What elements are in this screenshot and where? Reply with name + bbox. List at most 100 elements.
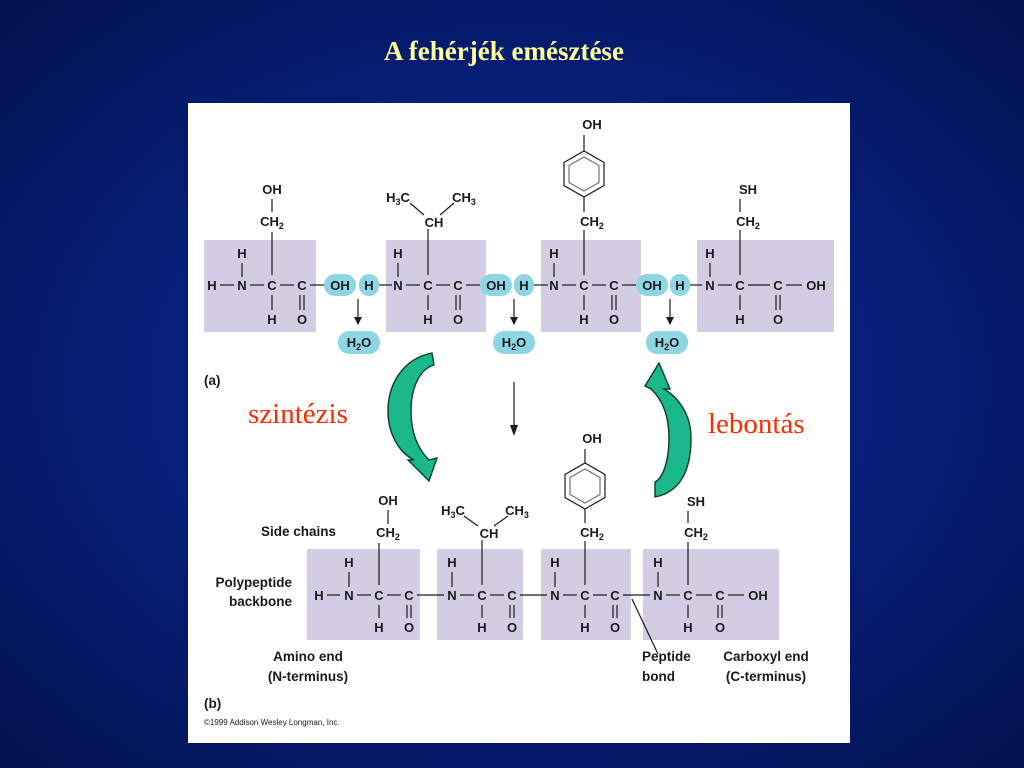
hydroxyl-group: OH — [330, 278, 350, 293]
water-molecule: H2O — [502, 335, 527, 352]
side-chain-ch2: CH2 — [580, 214, 604, 231]
terminal-oh: OH — [748, 588, 768, 603]
atom-c: C — [507, 588, 517, 603]
water-pill — [646, 331, 688, 354]
hydrogen-pill — [670, 274, 690, 296]
atom-h: H — [735, 312, 744, 327]
atom-o: O — [610, 620, 620, 635]
atom-o: O — [507, 620, 517, 635]
atom-h: H — [423, 312, 432, 327]
side-chain-oh: OH — [378, 493, 398, 508]
benzene-ring-icon — [563, 150, 605, 198]
residue-box-2 — [386, 240, 486, 332]
copyright-notice: ©1999 Addison Wesley Longman, Inc. — [204, 718, 340, 727]
atom-c: C — [683, 588, 693, 603]
amino-end-label-line1: Amino end — [273, 649, 343, 664]
water-pill — [338, 331, 380, 354]
hydroxyl-group: OH — [486, 278, 506, 293]
atom-h: H — [374, 620, 383, 635]
atom-c: C — [610, 588, 620, 603]
atom-c: C — [477, 588, 487, 603]
side-chain-ch2: CH2 — [376, 525, 400, 542]
carboxyl-end-label-line1: Carboxyl end — [723, 649, 809, 664]
side-chain-ch2: CH2 — [736, 214, 760, 231]
side-chain-ch: CH — [480, 526, 499, 541]
side-chain-oh: OH — [582, 431, 602, 446]
atom-h: H — [447, 555, 456, 570]
side-chain-ch2: CH2 — [580, 525, 604, 542]
hydroxyl-pill — [636, 274, 668, 296]
atom-h: H — [207, 278, 216, 293]
hydrogen-atom: H — [675, 278, 684, 293]
hydroxyl-pill — [480, 274, 512, 296]
atom-c: C — [297, 278, 307, 293]
panel-a: H N H C H C O CH2 OH OH H H2O N H C — [204, 117, 834, 388]
backbone-label-line1: Polypeptide — [215, 575, 292, 590]
atom-h: H — [579, 312, 588, 327]
atom-h: H — [550, 555, 559, 570]
atom-n: N — [344, 588, 353, 603]
hydrogen-atom: H — [519, 278, 528, 293]
residue-box-1 — [204, 240, 316, 332]
residue-box-2 — [437, 549, 523, 640]
atom-c: C — [374, 588, 384, 603]
peptide-bond-pointer — [631, 598, 659, 655]
atom-n: N — [550, 588, 559, 603]
atom-h: H — [705, 246, 714, 261]
atom-c: C — [580, 588, 590, 603]
atom-n: N — [447, 588, 456, 603]
atom-h: H — [314, 588, 323, 603]
panel-b-label: (b) — [204, 696, 221, 711]
atom-o: O — [453, 312, 463, 327]
panel-b: H N H C H C O CH2 OH N H C H C O CH — [204, 431, 809, 727]
atom-h: H — [683, 620, 692, 635]
atom-n: N — [237, 278, 246, 293]
atom-h: H — [237, 246, 246, 261]
residue-box-3 — [541, 240, 641, 332]
atom-h: H — [344, 555, 353, 570]
hydrogen-pill — [514, 274, 534, 296]
residue-box-4 — [697, 240, 834, 332]
side-chain-ch3: CH3 — [505, 503, 529, 520]
atom-h: H — [580, 620, 589, 635]
protein-digestion-diagram: H N H C H C O CH2 OH OH H H2O N H C — [204, 117, 834, 727]
hydrogen-atom: H — [364, 278, 373, 293]
side-chains-label: Side chains — [261, 524, 336, 539]
side-chain-sh: SH — [739, 182, 757, 197]
atom-o: O — [609, 312, 619, 327]
side-chain-oh: OH — [582, 117, 602, 132]
hydroxyl-pill — [324, 274, 356, 296]
backbone-label-line2: backbone — [229, 594, 293, 609]
atom-n: N — [393, 278, 402, 293]
side-chain-ch: CH — [425, 215, 444, 230]
atom-c: C — [715, 588, 725, 603]
amino-end-label-line2: (N-terminus) — [268, 669, 348, 684]
atom-o: O — [404, 620, 414, 635]
hydrogen-pill — [359, 274, 379, 296]
slide-title: A fehérjék emésztése — [384, 36, 624, 66]
digestion-curved-arrow-icon — [644, 361, 692, 498]
peptide-bond-label-line2: bond — [642, 669, 675, 684]
atom-o: O — [773, 312, 783, 327]
atom-c: C — [453, 278, 463, 293]
digestion-label: lebontás — [708, 408, 805, 440]
atom-h: H — [477, 620, 486, 635]
peptide-bond-label-line1: Peptide — [642, 649, 691, 664]
atom-n: N — [653, 588, 662, 603]
side-chain-oh: OH — [262, 182, 282, 197]
side-chain-sh: SH — [687, 494, 705, 509]
side-chain-ch3: CH3 — [452, 190, 476, 207]
side-chain-ch2: CH2 — [684, 525, 708, 542]
atom-h: H — [653, 555, 662, 570]
atom-c: C — [773, 278, 783, 293]
side-chain-ch2: CH2 — [260, 214, 284, 231]
residue-box-3 — [541, 549, 631, 640]
atom-c: C — [267, 278, 277, 293]
atom-o: O — [715, 620, 725, 635]
terminal-oh: OH — [806, 278, 826, 293]
atom-h: H — [393, 246, 402, 261]
side-chain-h3c: H3C — [441, 503, 465, 520]
side-chain-h3c: H3C — [386, 190, 410, 207]
atom-c: C — [404, 588, 414, 603]
diagram-panel: H N H C H C O CH2 OH OH H H2O N H C — [188, 103, 850, 743]
